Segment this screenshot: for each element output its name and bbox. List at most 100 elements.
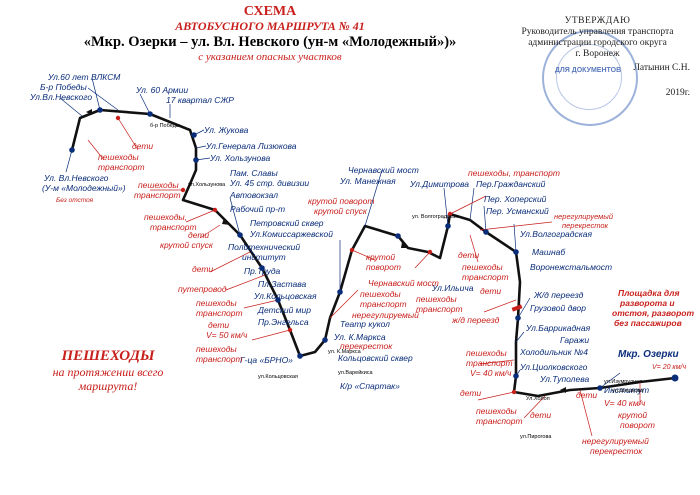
pedestrian-warning: ПЕШЕХОДЫ на протяжении всего маршрута! (28, 348, 188, 393)
stop-chernavsky-most: Чернавский мост (348, 165, 419, 175)
approval-block: УТВЕРЖДАЮ Руководитель управления трансп… (505, 16, 690, 98)
stop-kholodilnik: Холодильник №4 (519, 347, 588, 357)
stop-60-armii: Ул. 60 Армии (135, 85, 188, 95)
hazard-label: крутой (618, 410, 647, 420)
stop-institut-1: институт (242, 252, 286, 262)
hazard-label: транспорт (196, 354, 243, 364)
pedestrian-warning-line-2: на протяжении всего (52, 365, 164, 379)
approval-signature: Латынин С.Н. (633, 63, 690, 73)
hazard-label: транспорт (98, 162, 145, 172)
street-label: Ул.Холоп (526, 396, 550, 402)
route-arrow (401, 242, 409, 248)
hazard-label: дети (576, 390, 597, 400)
stop-60-let-vlksm: Ул.60 лет ВЛКСМ (47, 72, 121, 82)
hazard-label: перекресток (562, 221, 609, 230)
hazard-label: перекресток (590, 446, 643, 456)
hazard-label: Без отстоя (56, 197, 94, 204)
stop-grazhdansky: Пер.Гражданский (476, 179, 546, 189)
stop-gen-lizyukova: Ул.Генерала Лизюкова (205, 141, 297, 151)
stop-institut-2: Институт (604, 385, 649, 395)
hazard-label: крутой спуск (314, 206, 368, 216)
hazard-label: пешеходы (360, 289, 401, 299)
stop-mashnab: Машнаб (532, 247, 566, 257)
title-line-1: СХЕМА (243, 4, 297, 19)
route-arrow (560, 387, 566, 393)
stop-ilicha: Ул.Ильича (431, 283, 474, 293)
street-label: ул.Пирогова (520, 434, 552, 440)
hazard-label: транспорт (134, 190, 181, 200)
stamp-seal (542, 30, 638, 126)
stop-usmansky: Пер. Усманский (486, 206, 549, 216)
stop-br-pobedy: Б-р Победы (40, 82, 87, 92)
approval-line-2: администрации городского округа (528, 38, 667, 48)
hazard-label: дети (458, 250, 479, 260)
hazard-label: пешеходы (196, 344, 237, 354)
stop-pr-engelsa: Пр.Энгельса (258, 317, 309, 327)
hazard-markers (115, 115, 523, 395)
stop-ozerki: Мкр. Озерки (618, 349, 679, 360)
hazard-label: транспорт (462, 272, 509, 282)
hazard-label: пешеходы (466, 348, 507, 358)
pedestrian-warning-title: ПЕШЕХОДЫ (61, 348, 155, 364)
stop-markers (69, 107, 679, 391)
hazard-label: транспорт (466, 358, 513, 368)
hazard-label: пешеходы (462, 262, 503, 272)
stop-voronezhstalmost: Воронежстальмост (530, 262, 612, 272)
stop-politekh: Политехнический (228, 242, 300, 252)
hazard-label: V= 50 км/ч (206, 330, 248, 340)
street-label: ул.Кольцовская (258, 374, 298, 380)
hazard-leaders (87, 117, 641, 437)
hazard-label: дети (480, 286, 501, 296)
hazard-label: без пассажиров (614, 318, 682, 328)
stop-volgogradskaya: Ул.Волгоградская (519, 229, 592, 239)
hazard-label: ж/д переезд (451, 315, 500, 325)
hazard-label: нерегулируемый (554, 212, 614, 221)
stop-brno: Г-ца «БРНО» (240, 355, 293, 365)
stop-zhd-pereezd: Ж/д переезд (533, 290, 584, 300)
title-route-name: «Мкр. Озерки – ул. Вл. Невского (ун-м «М… (83, 34, 457, 50)
hazard-label: пешеходы, (144, 212, 187, 222)
approval-date: 2019г. (665, 88, 690, 98)
stop-gruzovoy: Грузовой двор (530, 303, 586, 313)
hazard-label: Чернавский мост (368, 278, 439, 288)
street-label: ул. К.Маркса (328, 349, 362, 355)
hazard-label: транспорт (360, 299, 407, 309)
hazard-label: транспорт (150, 222, 197, 232)
hazard-label: пешеходы (476, 406, 517, 416)
stop-tsiolkovskogo: Ул.Циолковского (519, 362, 588, 372)
hazard-label: перекресток (340, 341, 393, 351)
hazard-label: транспорт (416, 304, 463, 314)
hazard-label: дети (188, 230, 209, 240)
hazard-label: пешеходы (196, 298, 237, 308)
street-label: ул.Изумрудная (604, 379, 642, 385)
title-subtitle: с указанием опасных участков (198, 51, 342, 63)
hazard-label: отстоя, разворот (612, 308, 694, 318)
hazard-label: транспорт (476, 416, 523, 426)
hazard-label: дети (132, 141, 153, 151)
approval-line-1: Руководитель управления транспорта (521, 27, 674, 37)
stop-dimitrova: Ул.Димитрова (409, 179, 469, 189)
hazard-label: V= 20 км/ч (652, 364, 686, 371)
stop-khopersky: Пер. Хоперский (484, 194, 547, 204)
hazard-label: поворот (620, 420, 655, 430)
stop-koltsovsky-skver: Кольцовский сквер (338, 353, 413, 363)
approval-line-3: г. Воронеж (575, 49, 620, 59)
stop-tupoleva: Ул.Туполева (539, 374, 589, 384)
hazard-label: пешеходы, транспорт (468, 168, 560, 178)
street-label: б-р Победы (150, 123, 180, 129)
stop-pl-zastava: Пл.Застава (258, 279, 306, 289)
route-arrow (86, 109, 92, 115)
hazard-label: V= 40 км/ч (470, 368, 512, 378)
hazard-label: V= 40 км/ч (604, 398, 646, 408)
stop-garazhi: Гаражи (560, 335, 589, 345)
stop-k-marksa: Ул. К.Маркса (333, 332, 386, 342)
hazard-label: дети (192, 264, 213, 274)
stop-koltsovskaya: Ул.Кольцовская (253, 291, 317, 301)
stop-kholzunova: Ул. Хользунова (209, 153, 271, 163)
street-label: ул.Хользунова (188, 182, 226, 188)
hazard-label: крутой спуск (160, 240, 214, 250)
street-label: ул.Варейкиса (338, 369, 374, 376)
stop-manezhnaya: Ул. Манежная (339, 176, 396, 186)
stop-pam-slavy: Пам. Славы (230, 168, 279, 178)
title-block: СХЕМА АВТОБУСНОГО МАРШРУТА № 41 «Мкр. Оз… (60, 4, 480, 64)
